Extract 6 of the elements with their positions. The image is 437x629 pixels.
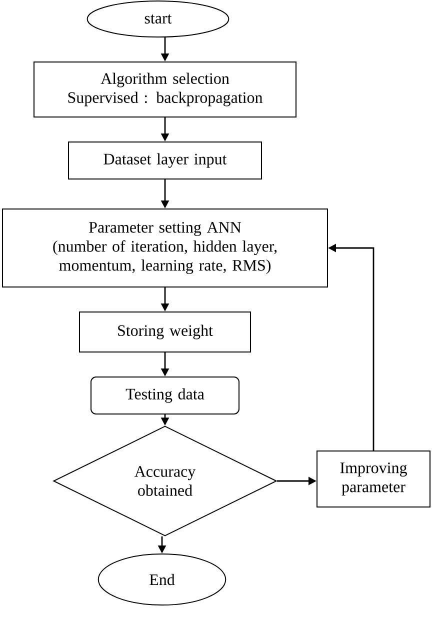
process-box: Algorithm selection Supervised : backpropagation — [34, 62, 296, 118]
rounded-box: Testing data — [90, 376, 240, 414]
process-box: Storing weight — [79, 312, 251, 352]
process-box: Improving parameter — [316, 450, 430, 508]
process-box: Parameter setting ANN (number of iteration, hidden layer, momentum, learning rate, RMS) — [2, 208, 328, 288]
process-box: Dataset layer input — [68, 142, 262, 180]
